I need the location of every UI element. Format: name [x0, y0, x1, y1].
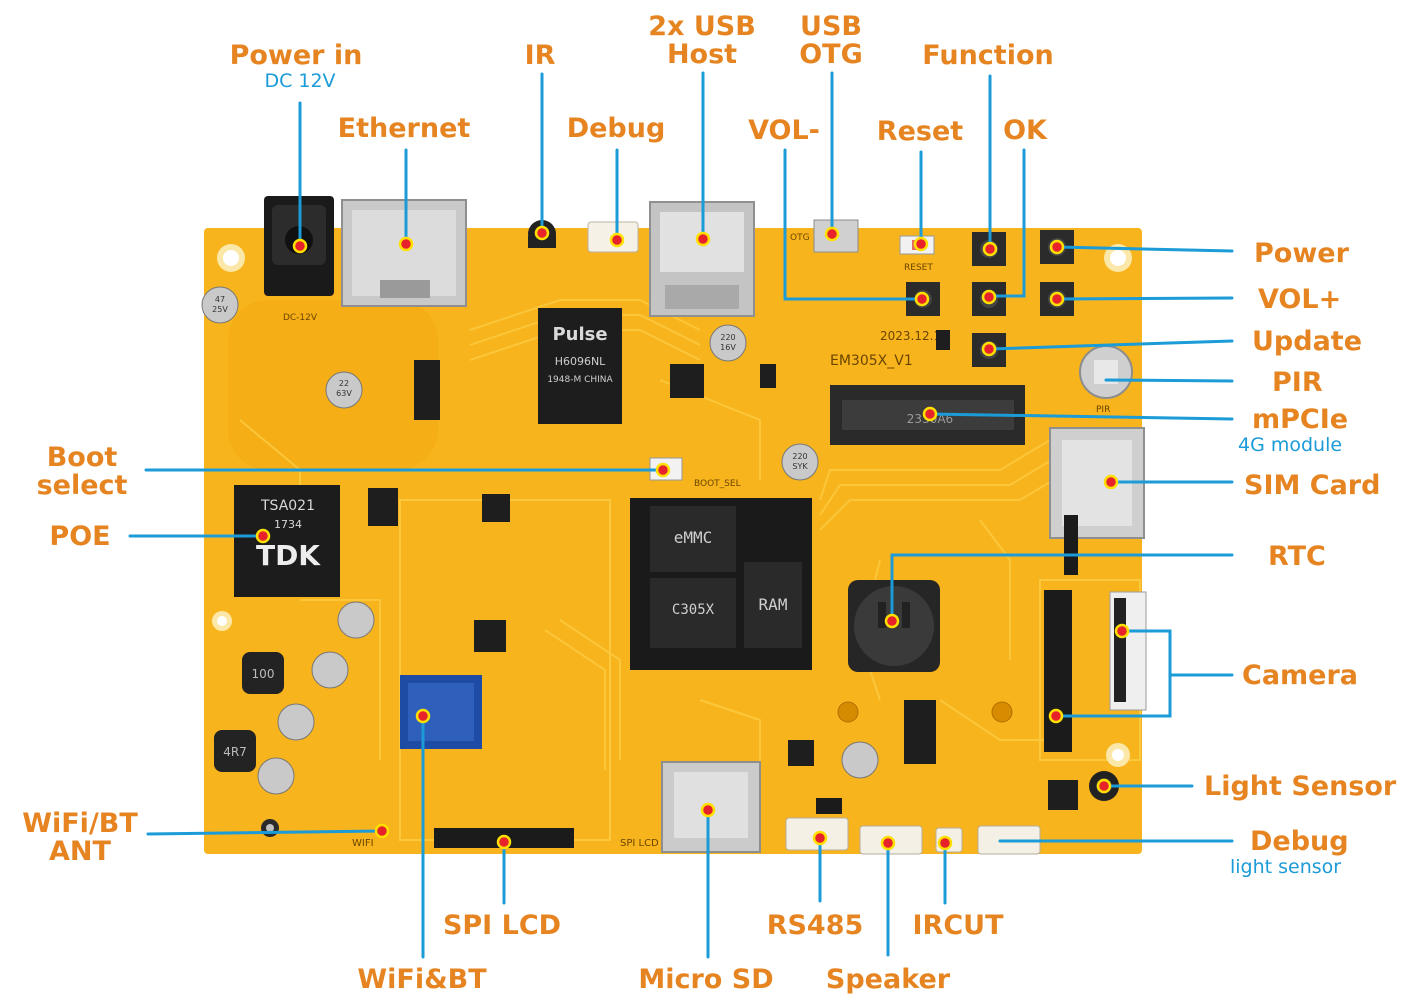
label-wifi-ant-2: ANT	[49, 836, 111, 867]
tdk-part: TSA021	[260, 498, 315, 514]
label-debug-light-sensor: light sensor	[1230, 856, 1341, 878]
model-silk: EM305X_V1	[830, 353, 913, 369]
label-wifi-bt: WiFi&BT	[357, 964, 487, 995]
label-ir: IR	[525, 40, 556, 71]
label-debug-top: Debug	[567, 113, 666, 144]
ram-label: RAM	[759, 595, 788, 614]
cap-25v: 25V	[212, 305, 228, 314]
label-power-in: Power in	[230, 40, 363, 71]
callout-labels: Power in DC 12V Ethernet IR Debug 2x USB…	[22, 11, 1397, 995]
cap-16v-a: 16V	[720, 343, 736, 352]
cap-47: 47	[215, 295, 225, 304]
label-rtc: RTC	[1268, 541, 1326, 572]
boot-sel-silk: BOOT_SEL	[694, 479, 741, 489]
emmc-label: eMMC	[674, 528, 713, 547]
inductors: 100 4R7	[214, 652, 284, 772]
pulse-date: 1948-M CHINA	[547, 375, 613, 385]
label-camera: Camera	[1242, 660, 1358, 691]
label-ircut: IRCUT	[913, 910, 1005, 941]
label-rs485: RS485	[767, 910, 864, 941]
capacitors: 47 25V 22 63V 220 16V 220 SYK	[201, 286, 879, 795]
cap-22: 22	[339, 379, 349, 388]
usb-host-connector	[649, 201, 755, 317]
tdk-brand: TDK	[256, 539, 321, 572]
label-usb-otg-1: USB	[800, 11, 862, 42]
mounting-holes	[212, 244, 1132, 837]
poe-transformer: TSA021 1734 TDK	[234, 485, 340, 597]
pin-header-right	[1044, 515, 1078, 752]
label-ok: OK	[1003, 115, 1048, 146]
cap-220-b: 220	[792, 452, 807, 461]
label-update: Update	[1252, 326, 1362, 357]
label-spi-lcd: SPI LCD	[443, 910, 561, 941]
tdk-code: 1734	[274, 518, 302, 531]
wifi-silk: WIFI	[352, 838, 374, 849]
label-usb-host-1: 2x USB	[648, 11, 756, 42]
pulse-transformer: Pulse H6096NL 1948-M CHINA	[538, 308, 622, 424]
label-ethernet: Ethernet	[338, 113, 471, 144]
label-micro-sd: Micro SD	[638, 964, 773, 995]
label-speaker: Speaker	[826, 964, 951, 995]
misc-ics	[368, 330, 1078, 810]
label-usb-otg-2: OTG	[799, 39, 863, 70]
date-silk: 2023.12.15	[880, 329, 949, 343]
label-reset: Reset	[877, 116, 963, 147]
label-wifi-ant-1: WiFi/BT	[22, 808, 138, 839]
cap-syk-b: SYK	[792, 462, 808, 471]
label-mpcie: mPCIe	[1252, 404, 1348, 435]
markers	[255, 225, 1130, 851]
dc12v-silk: DC-12V	[283, 313, 318, 323]
label-function: Function	[922, 40, 1053, 71]
label-4g-module: 4G module	[1238, 434, 1342, 456]
leader-lines	[128, 71, 1234, 959]
ethernet-jack	[341, 199, 467, 307]
camera-connector	[1109, 591, 1147, 711]
reset-silk: RESET	[904, 263, 933, 273]
label-usb-host-2: Host	[667, 39, 737, 70]
label-debug-bottom: Debug	[1250, 826, 1349, 857]
core-module: eMMC C305X RAM	[630, 498, 812, 670]
soc-label: C305X	[672, 602, 715, 618]
spi-lcd-silk: SPI LCD	[620, 838, 659, 849]
inductor-100: 100	[252, 667, 275, 681]
pir-silk: PIR	[1096, 405, 1110, 415]
label-vol-minus: VOL-	[748, 115, 820, 146]
label-sim-card: SIM Card	[1244, 470, 1380, 501]
label-poe: POE	[49, 521, 110, 552]
label-boot-select-1: Boot	[47, 442, 118, 473]
pulse-part: H6096NL	[555, 355, 606, 368]
label-vol-plus: VOL+	[1258, 284, 1341, 315]
cap-63v: 63V	[336, 389, 352, 398]
pulse-brand: Pulse	[552, 324, 607, 345]
otg-silk: OTG	[790, 233, 810, 243]
label-pir: PIR	[1272, 367, 1323, 398]
label-light-sensor: Light Sensor	[1204, 771, 1397, 802]
label-dc-12v: DC 12V	[264, 70, 335, 92]
cap-220-a: 220	[720, 333, 735, 342]
inductor-4r7: 4R7	[223, 745, 247, 759]
label-power: Power	[1254, 238, 1350, 269]
label-boot-select-2: select	[37, 470, 128, 501]
